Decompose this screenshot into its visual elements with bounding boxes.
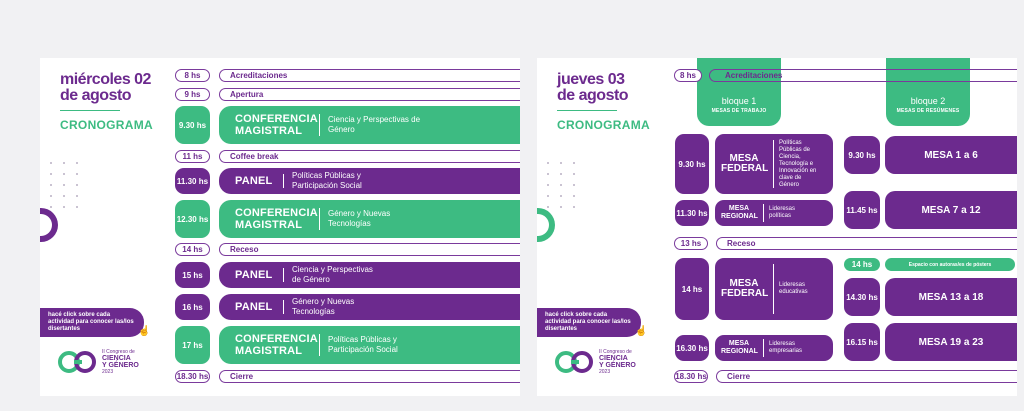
event-desc: Políticas Públicas y Participación Socia… [328,335,398,354]
logo-line3: Y GÉNERO [599,362,636,369]
time-badge: 8 hs [175,69,210,82]
congress-logo: II Congreso de CIENCIA Y GÉNERO 2023 [58,348,139,376]
time-badge: 18.30 hs [175,370,210,383]
event-kind: CONFERENCIA MAGISTRAL [235,207,318,231]
event-kind: MESA FEDERAL [721,153,769,174]
event-desc: Género y Nuevas Tecnologías [292,297,355,316]
time-badge: 11.45 hs [844,191,880,229]
event-desc: Lideresas educativas [779,282,808,295]
day1-title: miércoles 02 de agosto [60,71,151,104]
acreditaciones-row[interactable] [709,69,1017,82]
time-badge: 14 hs [844,258,880,271]
time-badge: 16.15 hs [844,323,880,361]
receso-row[interactable]: Receso [219,243,520,256]
schedule-day1-panel: miércoles 02 de agosto CRONOGRAMA hacé c… [40,58,520,396]
day1-divider [60,110,120,111]
acreditaciones-row[interactable]: Acreditaciones [219,69,520,82]
time-badge: 12.30 hs [175,200,210,238]
event-desc: Ciencia y Perspectivas de Género [328,115,421,134]
time-badge: 13 hs [674,237,708,250]
cursor-hand-icon: ☝ [635,326,648,337]
time-badge: 9.30 hs [844,136,880,174]
conferencia-politicas-event[interactable]: CONFERENCIA MAGISTRAL Políticas Públicas… [219,326,520,364]
posters-space-event[interactable]: Espacio con autoras/es de pósters [885,258,1015,271]
bloque2-title: bloque 2 [910,96,946,106]
mesa-federal-educativas-event[interactable]: MESA FEDERAL Lideresas educativas [715,258,833,320]
logo-line1: II Congreso de [599,349,632,355]
time-badge: 16 hs [175,294,210,320]
cierre-row[interactable]: Cierre [219,370,520,383]
time-badge: 11.30 hs [175,168,210,194]
event-kind: PANEL [235,301,273,313]
bloque2-subtitle: MESAS DE RESÚMENES [896,108,960,114]
day1-click-note-button[interactable]: hacé click sobre cada actividad para con… [40,308,144,337]
panel-ciencia-event[interactable]: PANEL Ciencia y Perspectivas de Género [219,262,520,288]
time-badge: 9 hs [175,88,210,101]
event-kind: CONFERENCIA MAGISTRAL [235,333,318,357]
cursor-hand-icon: ☝ [138,326,151,337]
congress-logo: II Congreso de CIENCIA Y GÉNERO 2023 [555,348,636,376]
bloque1-title: bloque 1 [721,96,757,106]
logo-line2: CIENCIA [599,355,628,362]
event-desc: Políticas Públicas de Ciencia, Tecnologí… [779,139,817,188]
time-badge: 18.30 hs [674,370,708,383]
event-desc: Políticas Públicas y Participación Socia… [292,171,362,190]
coffee-break-row[interactable]: Coffee break [219,150,520,163]
event-kind: PANEL [235,175,273,187]
event-desc: Lideresas políticas [769,206,796,219]
congress-logo-icon [58,351,96,373]
time-badge: 14.30 hs [844,278,880,316]
event-desc: Género y Nuevas Tecnologías [328,209,391,228]
mesa-7-12-event[interactable]: MESA 7 a 12 [885,191,1017,229]
schedule-day2-panel: jueves 03 de agosto CRONOGRAMA hacé clic… [537,58,1017,396]
mesa-regional-politicas-event[interactable]: MESA REGIONAL Lideresas políticas [715,200,833,226]
time-badge: 16.30 hs [675,335,709,361]
conferencia-ciencia-event[interactable]: CONFERENCIA MAGISTRAL Ciencia y Perspect… [219,106,520,144]
event-desc: Ciencia y Perspectivas de Género [292,265,373,284]
logo-line4: 2023 [599,369,611,375]
mesa-federal-politicas-event[interactable]: MESA FEDERAL Políticas Públicas de Cienc… [715,134,833,194]
event-kind: MESA FEDERAL [721,278,769,299]
time-badge: 9.30 hs [675,134,709,194]
cierre-row[interactable]: Cierre [716,370,1017,383]
mesa-19-23-event[interactable]: MESA 19 a 23 [885,323,1017,361]
logo-line3: Y GÉNERO [102,362,139,369]
event-desc: Lideresas empresarias [769,341,803,354]
event-kind: PANEL [235,269,273,281]
day2-click-note-button[interactable]: hacé click sobre cada actividad para con… [537,308,641,337]
time-badge: 11 hs [175,150,210,163]
time-badge: 14 hs [175,243,210,256]
congress-logo-icon [555,351,593,373]
time-badge: 9.30 hs [175,106,210,144]
bloque1-subtitle: MESAS DE TRABAJO [711,108,767,114]
apertura-row[interactable]: Apertura [219,88,520,101]
time-badge: 11.30 hs [675,200,709,226]
decorative-half-circle [537,208,555,242]
day2-divider [557,110,617,111]
logo-line2: CIENCIA [102,355,131,362]
logo-line1: II Congreso de [102,349,135,355]
panel-politicas-event[interactable]: PANEL Políticas Públicas y Participación… [219,168,520,194]
decorative-half-circle [40,208,58,242]
day1-cronograma-label: CRONOGRAMA [60,118,153,132]
decorative-dots [547,162,577,208]
panel-genero-event[interactable]: PANEL Género y Nuevas Tecnologías [219,294,520,320]
logo-line4: 2023 [102,369,114,375]
time-badge: 14 hs [675,258,709,320]
time-badge: 15 hs [175,262,210,288]
time-badge: 17 hs [175,326,210,364]
event-kind: CONFERENCIA MAGISTRAL [235,113,318,137]
event-kind: MESA REGIONAL [721,205,758,220]
day2-title: jueves 03 de agosto [557,71,629,104]
mesa-1-6-event[interactable]: MESA 1 a 6 [885,136,1017,174]
day2-cronograma-label: CRONOGRAMA [557,118,650,132]
conferencia-genero-event[interactable]: CONFERENCIA MAGISTRAL Género y Nuevas Te… [219,200,520,238]
mesa-13-18-event[interactable]: MESA 13 a 18 [885,278,1017,316]
acreditaciones-label: Acreditaciones [725,71,783,80]
receso-row[interactable]: Receso [716,237,1017,250]
time-badge: 8 hs [674,69,702,82]
decorative-dots [50,162,80,208]
event-kind: MESA REGIONAL [721,340,758,355]
mesa-regional-empresarias-event[interactable]: MESA REGIONAL Lideresas empresarias [715,335,833,361]
